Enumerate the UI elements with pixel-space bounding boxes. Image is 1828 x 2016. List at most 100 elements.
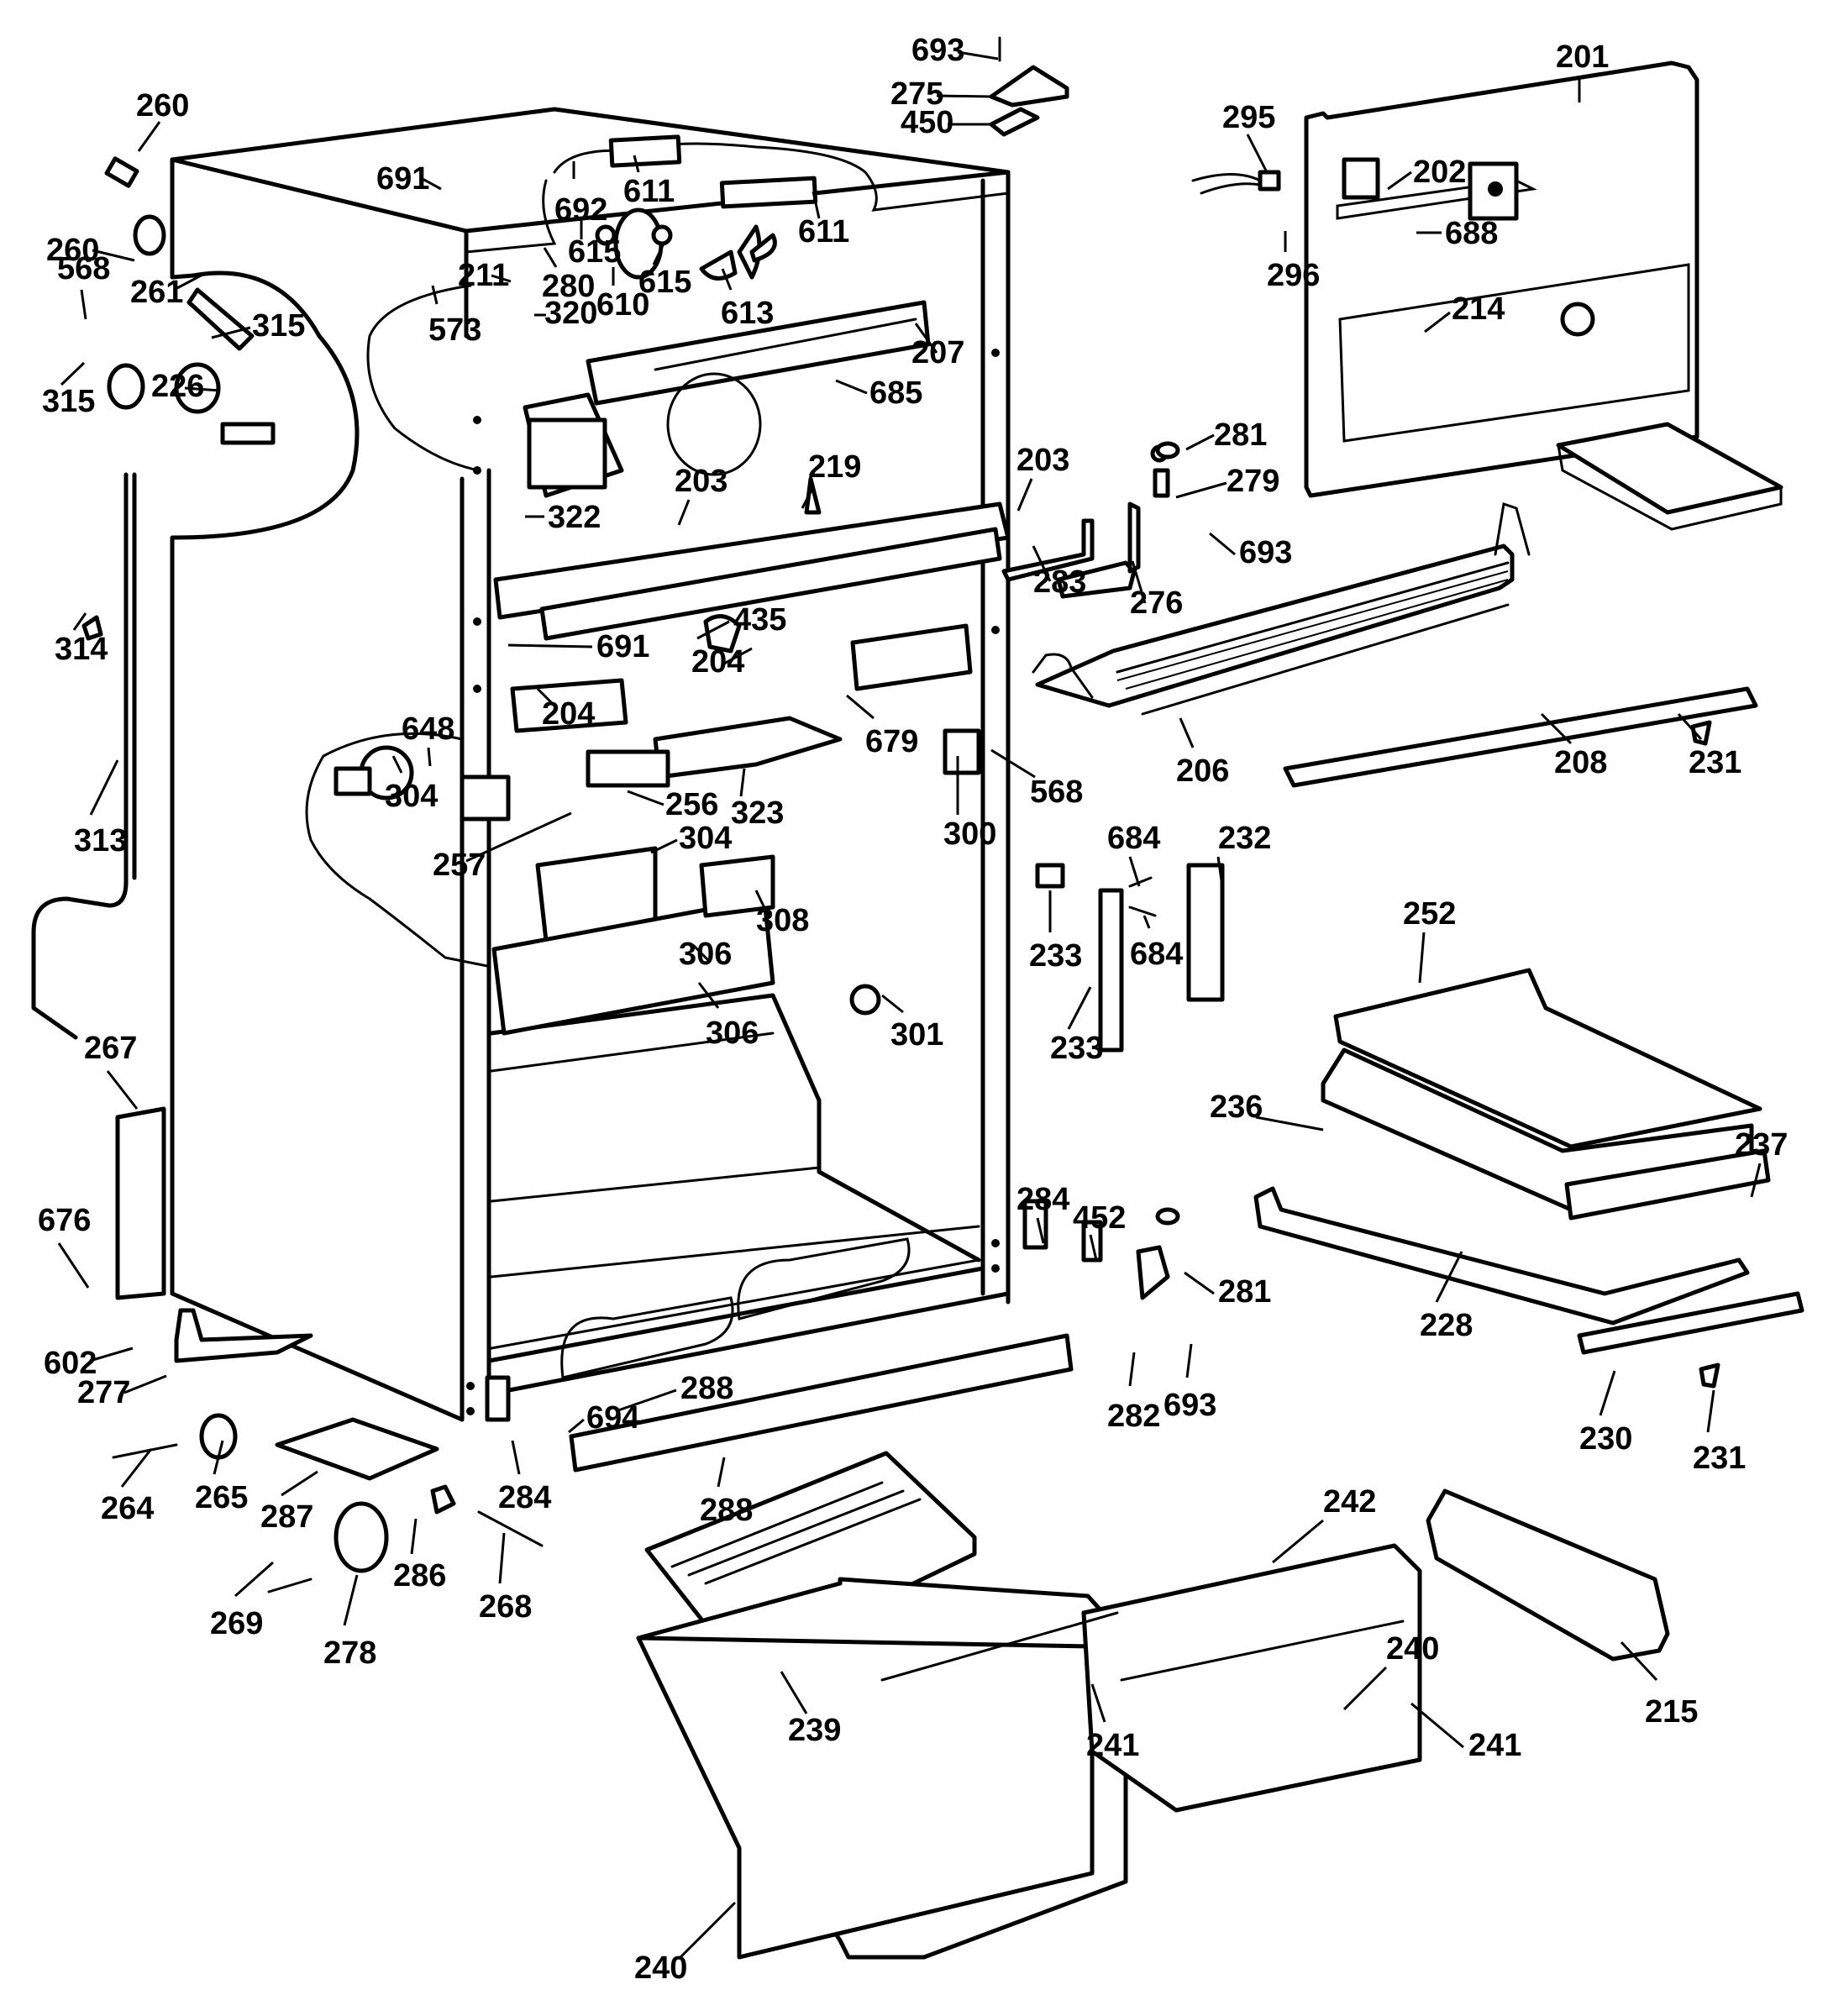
part-label-308: 308 <box>756 903 809 938</box>
part-label-219: 219 <box>808 449 861 485</box>
leader-line-276 <box>1131 560 1147 604</box>
leader-line-295 <box>1246 134 1269 173</box>
part-label-237: 237 <box>1735 1127 1788 1163</box>
leader-line-315-b <box>60 361 86 386</box>
part-label-694: 694 <box>586 1400 639 1436</box>
part-label-265: 265 <box>195 1480 248 1515</box>
leader-line-304-a <box>650 838 678 854</box>
leader-line-693-mid <box>1209 532 1236 556</box>
part-label-320: 320 <box>544 296 597 331</box>
part-label-691-top: 691 <box>376 161 429 197</box>
leader-line-306-b <box>697 982 720 1009</box>
meat-pan-assembly <box>1321 968 1771 1221</box>
part-label-304-b: 304 <box>385 779 438 814</box>
leader-line-435 <box>696 620 730 640</box>
part-label-241-b: 241 <box>1086 1728 1139 1763</box>
leader-line-261 <box>173 271 207 291</box>
leader-line-676 <box>57 1242 90 1289</box>
part-label-602: 602 <box>44 1346 97 1381</box>
leader-line-204-a <box>723 647 753 665</box>
part-label-315-a: 315 <box>252 308 305 344</box>
leader-line-265 <box>213 1440 224 1475</box>
part-label-314: 314 <box>55 632 108 667</box>
part-label-295: 295 <box>1222 100 1275 135</box>
part-label-276: 276 <box>1130 585 1183 621</box>
leader-line-602 <box>89 1347 134 1362</box>
leader-line-679 <box>846 694 875 720</box>
part-label-240-b: 240 <box>634 1950 687 1986</box>
leader-line-240-a <box>1342 1666 1388 1711</box>
leader-line-282 <box>1128 1352 1136 1387</box>
shelf-standards <box>1035 863 1225 1053</box>
leader-line-280 <box>543 247 558 268</box>
leader-line-233-b <box>1067 986 1092 1030</box>
part-label-283: 283 <box>1033 564 1086 600</box>
part-label-615-b: 615 <box>638 265 691 300</box>
part-label-693-mid: 693 <box>1239 535 1292 570</box>
leader-line-278 <box>343 1574 359 1626</box>
part-label-226: 226 <box>151 369 204 404</box>
leader-line-323 <box>739 768 746 797</box>
part-label-304-a: 304 <box>679 821 732 856</box>
part-label-296: 296 <box>1267 258 1320 293</box>
mullion-rails <box>493 476 1011 641</box>
leader-line-281-mid <box>1184 1271 1215 1295</box>
part-label-692: 692 <box>554 192 607 228</box>
part-label-611-a: 611 <box>623 174 675 209</box>
part-label-568-left: 568 <box>57 251 110 286</box>
leader-line-256 <box>627 790 664 806</box>
part-label-208: 208 <box>1554 745 1607 780</box>
leader-line-693-top <box>957 50 999 60</box>
leader-line-277 <box>123 1374 167 1394</box>
part-label-278: 278 <box>323 1635 376 1671</box>
leader-line-202 <box>1387 171 1412 191</box>
part-label-206: 206 <box>1176 753 1229 789</box>
part-label-691-mid: 691 <box>596 629 649 664</box>
part-label-287: 287 <box>260 1499 313 1535</box>
part-label-313: 313 <box>74 823 127 858</box>
cabinet <box>170 107 1011 1422</box>
part-label-610: 610 <box>596 287 649 323</box>
part-label-231-low: 231 <box>1693 1441 1746 1476</box>
leader-line-204-b <box>536 687 556 707</box>
leader-line-568-left <box>80 289 87 320</box>
leader-line-237 <box>1750 1163 1762 1198</box>
leader-line-267 <box>106 1070 139 1110</box>
part-label-232: 232 <box>1218 821 1271 856</box>
leader-line-231-top <box>1677 712 1703 741</box>
part-label-257: 257 <box>433 848 486 883</box>
part-label-693-low: 693 <box>1164 1388 1216 1423</box>
part-label-450: 450 <box>901 105 953 140</box>
part-label-242: 242 <box>1323 1484 1376 1520</box>
part-label-693-top: 693 <box>911 33 964 68</box>
leader-line-242 <box>1272 1519 1324 1564</box>
leader-line-260 <box>92 249 135 262</box>
part-label-281-mid: 281 <box>1218 1274 1271 1310</box>
leader-line-684-a <box>1128 856 1141 887</box>
leader-line-313 <box>89 759 119 816</box>
part-label-228: 228 <box>1420 1308 1473 1343</box>
leader-line-211 <box>491 274 512 283</box>
part-label-452: 452 <box>1073 1200 1126 1236</box>
part-label-573: 573 <box>428 312 481 348</box>
leader-line-281-top <box>1185 433 1215 451</box>
part-label-207: 207 <box>911 335 964 370</box>
leader-line-315-a <box>211 326 251 339</box>
leader-line-206 <box>1179 717 1195 748</box>
leader-line-268 <box>498 1532 506 1584</box>
part-label-239: 239 <box>788 1713 841 1748</box>
leader-line-226 <box>184 386 221 392</box>
ice-tray <box>1556 422 1783 531</box>
leader-line-236 <box>1255 1116 1324 1131</box>
cutaway-outlines <box>305 142 1010 968</box>
part-label-269: 269 <box>210 1606 263 1641</box>
leader-line-241-a <box>1410 1702 1464 1749</box>
leader-line-615-b <box>652 243 665 265</box>
part-label-284-b: 284 <box>498 1480 551 1515</box>
leader-line-284-b <box>511 1440 521 1475</box>
leader-line-306-a <box>691 943 712 963</box>
leader-line-573 <box>431 285 439 305</box>
part-label-684-a: 684 <box>1107 821 1160 856</box>
part-label-203-a: 203 <box>675 464 728 499</box>
callout-labels: 6932754502012952026882962142602606916926… <box>38 33 1788 1986</box>
